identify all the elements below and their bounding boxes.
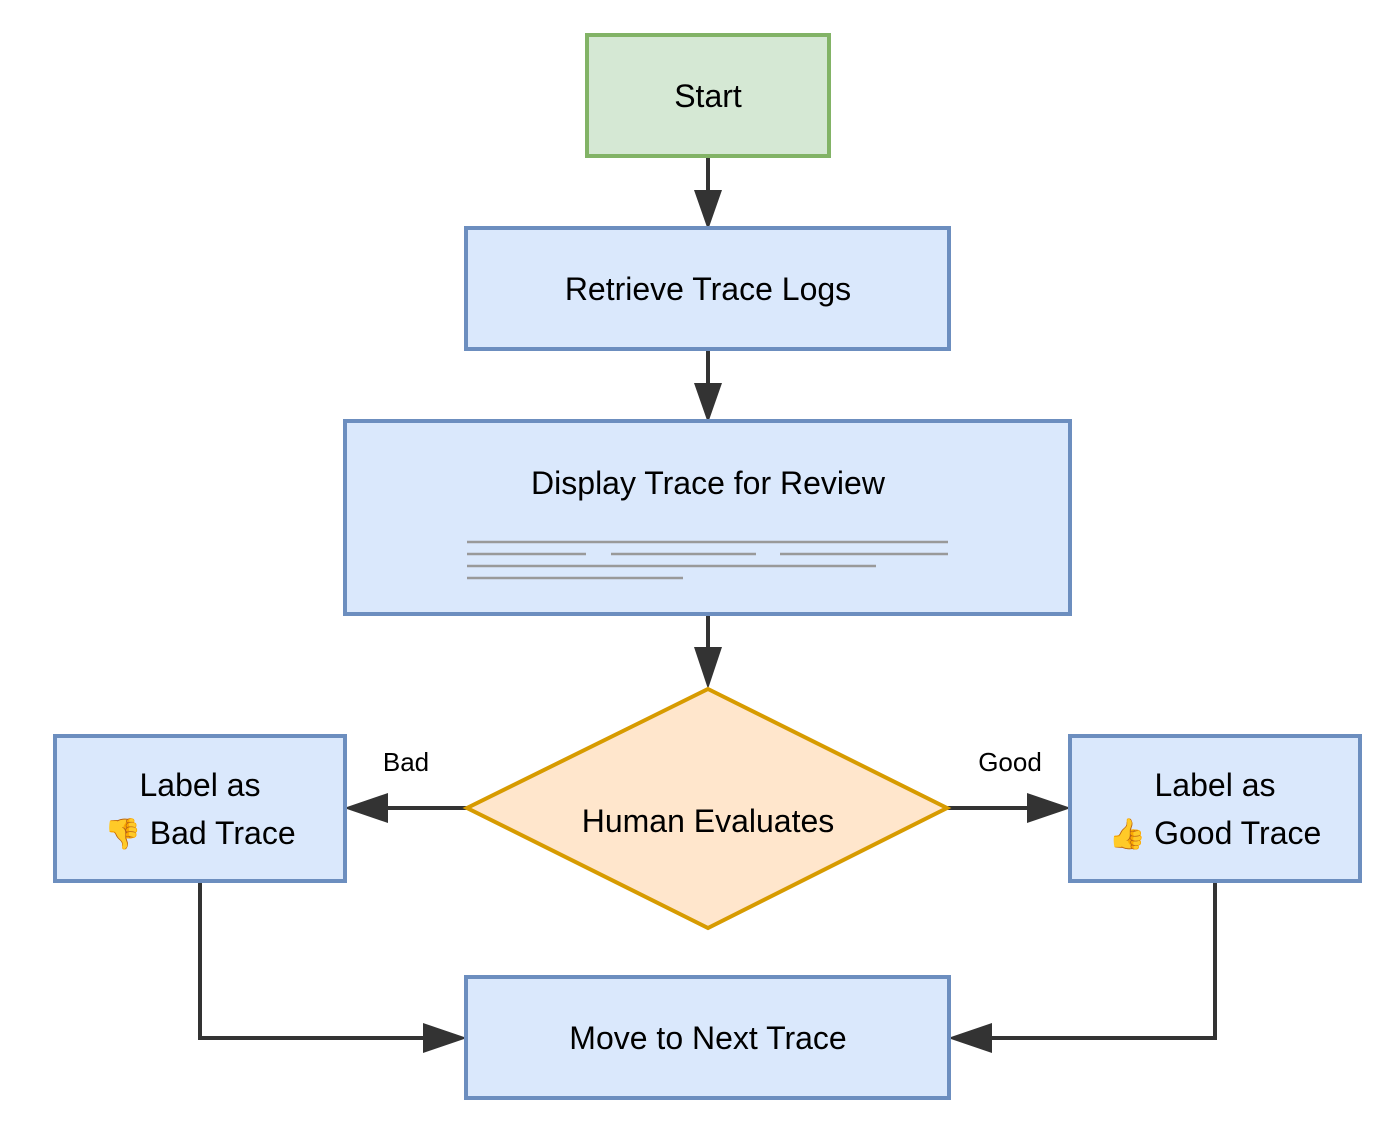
move-to-next-trace-node: Move to Next Trace xyxy=(464,975,951,1100)
bad-node-line2: Bad Trace xyxy=(150,815,296,851)
bad-node-line2-row: 👎 Bad Trace xyxy=(104,815,295,852)
arrowhead-bad-to-next xyxy=(423,1023,467,1053)
good-node-line1: Label as xyxy=(1155,767,1276,803)
label-good-trace-node: Label as 👍Good Trace xyxy=(1068,734,1362,883)
edge-good-to-next xyxy=(985,881,1217,1040)
arrowhead-start-to-retrieve xyxy=(694,190,722,230)
arrowhead-decision-to-good xyxy=(1027,793,1071,823)
label-bad-trace-node: Label as 👎 Bad Trace xyxy=(53,734,347,883)
good-node-line2-row: 👍Good Trace xyxy=(1109,815,1322,852)
arrowhead-display-to-decision xyxy=(694,647,722,689)
edge-label-bad: Bad xyxy=(383,747,429,777)
start-node: Start xyxy=(585,33,831,158)
arrowhead-good-to-next xyxy=(948,1023,992,1053)
good-node-line2: Good Trace xyxy=(1154,815,1321,851)
human-evaluates-decision-node: Human Evaluates xyxy=(462,686,952,931)
good-node-box xyxy=(1068,734,1362,883)
arrowhead-retrieve-to-display xyxy=(694,383,722,423)
next-node-label: Move to Next Trace xyxy=(569,1020,846,1056)
bad-node-line1: Label as xyxy=(140,767,261,803)
start-node-label: Start xyxy=(674,78,742,114)
retrieve-node-label: Retrieve Trace Logs xyxy=(565,271,851,307)
trace-placeholder-lines xyxy=(467,540,948,580)
start-node-box xyxy=(585,33,831,158)
edges: Bad Good xyxy=(198,156,1217,1053)
display-node-label: Display Trace for Review xyxy=(531,465,886,501)
arrowhead-decision-to-bad xyxy=(344,793,388,823)
edge-label-good: Good xyxy=(978,747,1042,777)
display-node-box xyxy=(343,419,1072,616)
thumbs-down-icon: 👎 xyxy=(104,817,141,852)
display-trace-node: Display Trace for Review xyxy=(343,419,1072,616)
bad-node-box xyxy=(53,734,347,883)
thumbs-up-icon: 👍 xyxy=(1109,816,1146,852)
decision-node-label: Human Evaluates xyxy=(582,803,835,839)
edge-bad-to-next xyxy=(198,881,430,1040)
retrieve-trace-logs-node: Retrieve Trace Logs xyxy=(464,226,951,351)
retrieve-node-box xyxy=(464,226,951,351)
next-node-box xyxy=(464,975,951,1100)
decision-diamond xyxy=(462,686,952,931)
